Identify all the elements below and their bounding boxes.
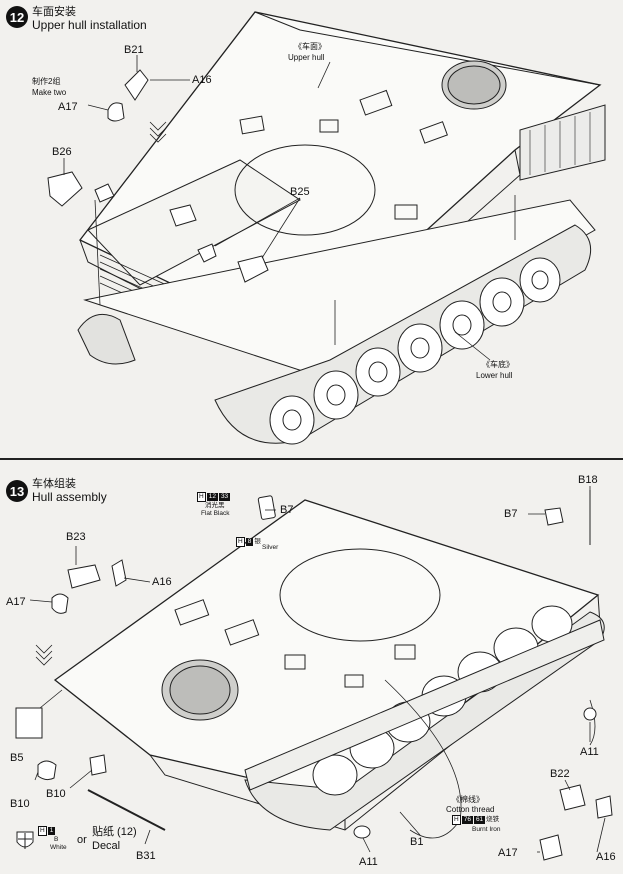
- paint-silver-en: Silver: [262, 544, 279, 551]
- step-13-title: 车体组装 Hull assembly: [32, 478, 107, 504]
- paint-code: 1: [47, 827, 56, 835]
- step-12-number: 12: [9, 9, 25, 25]
- upper-hull-en: Upper hull: [288, 53, 325, 62]
- paint-white-part: B: [54, 836, 59, 843]
- step-13-title-en: Hull assembly: [32, 490, 107, 504]
- paint-burnt-iron-cn: 烧铁: [486, 816, 500, 823]
- lower-hull-cn: 《车底》: [482, 360, 514, 369]
- part-label-a17-c: A17: [498, 847, 518, 859]
- paint-code: 8: [245, 538, 254, 546]
- part-label-b7-b: B7: [504, 508, 518, 520]
- paint-code-alt: 33: [218, 493, 231, 501]
- part-label-b21: B21: [124, 44, 144, 56]
- part-label-b10-b: B10: [10, 798, 30, 810]
- lower-hull-en: Lower hull: [476, 371, 513, 380]
- step-13-badge: 13: [6, 480, 28, 502]
- decal-en: Decal: [92, 840, 121, 852]
- part-label-a16: A16: [192, 74, 212, 86]
- step-divider: [0, 458, 623, 460]
- step-12-title-en: Upper hull installation: [32, 18, 147, 32]
- cotton-thread-en: Cotton thread: [446, 805, 495, 814]
- cotton-thread-cn: 《棉线》: [452, 795, 484, 804]
- step-13-title-cn: 车体组装: [32, 478, 76, 490]
- make-two-en: Make two: [32, 88, 67, 97]
- part-label-a11-b: A11: [580, 746, 599, 758]
- step13-parts: [15, 490, 613, 861]
- paint-burnt-iron-code: H 76 61 烧铁: [452, 815, 499, 825]
- or-text: or: [77, 834, 87, 846]
- part-label-a17-b: A17: [6, 596, 26, 608]
- paint-silver-cn: 银: [254, 538, 261, 545]
- part-label-a11-a: A11: [359, 856, 378, 868]
- part-label-b26: B26: [52, 146, 72, 158]
- step-12-title-cn: 车面安装: [32, 6, 76, 18]
- part-label-b23: B23: [66, 531, 86, 543]
- paint-silver-code: H 8 银: [236, 537, 261, 547]
- decal-cn: 贴纸 (12): [92, 826, 137, 838]
- paint-burnt-iron-en: Burnt Iron: [472, 826, 501, 833]
- upper-hull-drawing: [78, 11, 606, 371]
- assembled-hull-drawing: [53, 499, 605, 839]
- paint-h-prefix: H: [197, 492, 206, 502]
- paint-code: 12: [206, 493, 218, 501]
- part-label-a16-c: A16: [596, 851, 616, 863]
- part-label-b5: B5: [10, 752, 24, 764]
- part-label-a17: A17: [58, 101, 78, 113]
- part-label-a16-b: A16: [152, 576, 172, 588]
- part-label-b7-a: B7: [280, 504, 294, 516]
- step-13-number: 13: [9, 483, 25, 499]
- paint-flat-black-cn: 消光黑: [205, 502, 225, 509]
- lower-hull-drawing: [77, 199, 596, 445]
- step-12-badge: 12: [6, 6, 28, 28]
- part-label-b1: B1: [410, 836, 424, 848]
- paint-code-alt: 61: [473, 816, 486, 824]
- part-label-b18: B18: [578, 474, 598, 486]
- paint-h-prefix: H: [38, 826, 47, 836]
- part-label-b31: B31: [136, 850, 156, 862]
- upper-hull-cn: 《车面》: [294, 42, 326, 51]
- paint-code: 76: [461, 816, 473, 824]
- part-label-b25: B25: [290, 186, 310, 198]
- paint-h-prefix: H: [236, 537, 245, 547]
- part-label-b10-a: B10: [46, 788, 66, 800]
- paint-flat-black-code: H 12 33: [197, 492, 231, 502]
- part-label-b22: B22: [550, 768, 570, 780]
- paint-flat-black-en: Flat Black: [201, 510, 230, 517]
- paint-white-code: H 1: [38, 826, 56, 836]
- step12-parts: [47, 69, 269, 283]
- step-12-title: 车面安装 Upper hull installation: [32, 6, 147, 32]
- paint-h-prefix: H: [452, 815, 461, 825]
- make-two-cn: 制作2组: [32, 77, 61, 86]
- paint-white-en: White: [50, 844, 67, 851]
